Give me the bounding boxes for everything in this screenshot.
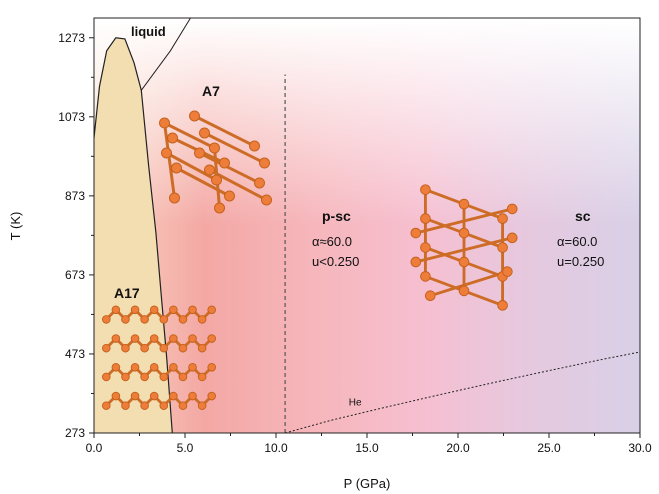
y-axis-label: T (K): [8, 212, 23, 241]
plot-area: [94, 18, 640, 433]
x-axis: 0.0 5.0 10.0 15.0 20.0 25.0 30.0: [86, 433, 652, 455]
region-sc-u: u=0.250: [557, 254, 604, 269]
he-label: He: [349, 397, 362, 408]
region-label-a17: A17: [114, 285, 140, 301]
region-label-sc: sc: [575, 208, 591, 224]
region-label-liquid: liquid: [131, 24, 166, 39]
region-psc-u: u<0.250: [312, 254, 359, 269]
y-tick-label: 673: [65, 268, 85, 282]
phase-background-fade: [94, 18, 640, 433]
he-curve: [284, 351, 640, 433]
x-tick-label: 10.0: [264, 441, 288, 455]
liquid-phase-boundary: [140, 18, 191, 91]
region-label-a7: A7: [202, 83, 220, 99]
x-tick-label: 0.0: [86, 441, 103, 455]
x-axis-label: P (GPa): [344, 476, 391, 491]
x-tick-label: 30.0: [628, 441, 652, 455]
region-label-psc: p-sc: [322, 208, 351, 224]
y-tick-label: 1273: [58, 31, 85, 45]
a17-phase-boundary: [94, 37, 173, 433]
x-tick-label: 20.0: [446, 441, 470, 455]
region-sc-alpha: α=60.0: [557, 234, 597, 249]
y-tick-label: 873: [65, 189, 85, 203]
region-psc-alpha: α≈60.0: [312, 234, 352, 249]
a17-region: [94, 37, 173, 433]
y-tick-label: 473: [65, 347, 85, 361]
x-tick-label: 15.0: [355, 441, 379, 455]
x-tick-label: 5.0: [177, 441, 194, 455]
y-tick-label: 1073: [58, 110, 85, 124]
x-tick-label: 25.0: [537, 441, 561, 455]
y-tick-label: 273: [65, 426, 85, 440]
y-axis: 273 473 673 873 1073 1273: [58, 31, 94, 440]
